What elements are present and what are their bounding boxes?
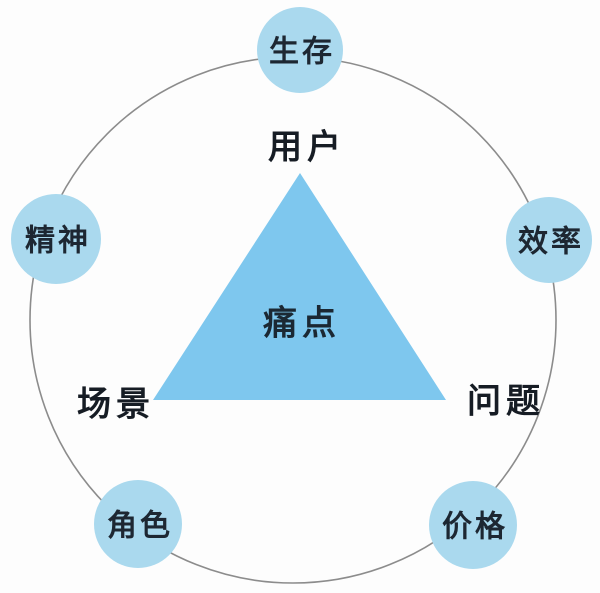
outer-node-left-circle — [11, 194, 101, 284]
outer-node-left: 精神 — [11, 194, 101, 284]
outer-node-bottom-right: 价格 — [429, 481, 517, 569]
pain-point-triangle — [153, 173, 446, 400]
outer-node-top-circle — [257, 7, 343, 93]
outer-node-top-label: 生存 — [269, 36, 335, 69]
outer-node-bottom-left-label: 角色 — [107, 510, 173, 543]
outer-node-bottom-left-circle — [94, 480, 182, 568]
outer-node-bottom-right-label: 价格 — [442, 511, 508, 544]
vertex-label-bottom-left: 场景 — [77, 386, 155, 424]
outer-node-right: 效率 — [506, 197, 592, 283]
outer-node-left-label: 精神 — [25, 225, 91, 258]
outer-node-bottom-right-circle — [429, 481, 517, 569]
vertex-label-bottom-right: 问题 — [467, 383, 545, 421]
vertex-label-top: 用户 — [268, 129, 346, 167]
outer-node-top: 生存 — [257, 7, 343, 93]
outer-node-bottom-left: 角色 — [94, 480, 182, 568]
outer-node-right-circle — [506, 197, 592, 283]
triangle-center-label: 痛点 — [263, 305, 341, 343]
outer-node-right-label: 效率 — [518, 226, 584, 259]
